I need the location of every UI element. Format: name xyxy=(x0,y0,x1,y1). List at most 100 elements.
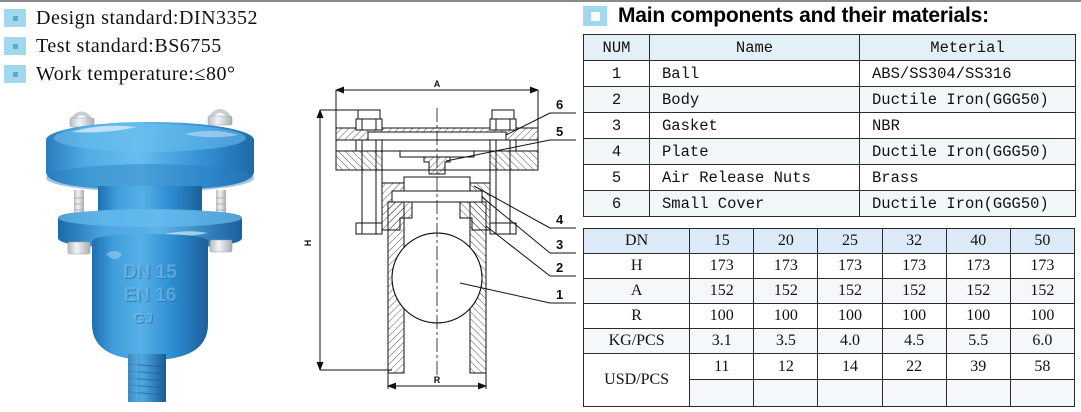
callout-6: 6 xyxy=(556,97,563,112)
cell-value: 100 xyxy=(689,303,755,329)
table-row: 2 Body Ductile Iron(GGG50) xyxy=(583,86,1076,113)
bullet-square-icon xyxy=(583,6,607,26)
cell-value: 100 xyxy=(817,303,883,329)
cell-num: 3 xyxy=(583,112,650,139)
dimension-label-R: R xyxy=(434,375,441,385)
cell-name: Body xyxy=(649,86,860,113)
spec-item-work-temperature: Work temperature:≤80° xyxy=(4,60,364,88)
row-label-a: A xyxy=(582,278,691,304)
cell-value: 12 xyxy=(753,353,819,380)
cell-name: Small Cover xyxy=(649,190,860,217)
cell-value: 3.1 xyxy=(689,328,755,354)
cell-name: Gasket xyxy=(649,112,860,139)
cell-material: ABS/SS304/SS316 xyxy=(859,60,1076,87)
emboss-line-1: DN 15 xyxy=(124,263,178,284)
cell-value: 152 xyxy=(881,278,947,304)
dn-size-32: 32 xyxy=(881,228,947,254)
svg-text:GJ: GJ xyxy=(133,310,153,327)
dn-header-row: DN 15 20 25 32 40 50 xyxy=(582,228,1076,254)
dn-size-15: 15 xyxy=(689,228,755,254)
spec-item-test-standard: Test standard:BS6755 xyxy=(4,32,364,60)
table-row: 3 Gasket NBR xyxy=(583,112,1076,139)
svg-text:DN 15: DN 15 xyxy=(123,262,177,283)
table-row: H 173 173 173 173 173 173 xyxy=(582,253,1076,279)
bullet-square-icon xyxy=(4,9,26,27)
row-label-usd-pcs: USD/PCS xyxy=(582,353,691,407)
table-row: 5 Air Release Nuts Brass xyxy=(583,164,1076,191)
table-row-spacer xyxy=(583,379,1076,407)
table-header-row: NUM Name Meterial xyxy=(583,34,1076,61)
cell-material: Ductile Iron(GGG50) xyxy=(859,86,1076,113)
cell-value: 4.5 xyxy=(881,328,947,354)
cell-value: 100 xyxy=(881,303,947,329)
cell-name: Plate xyxy=(649,138,860,165)
row-label-h: H xyxy=(582,253,691,279)
materials-table: NUM Name Meterial 1 Ball ABS/SS304/SS316… xyxy=(583,34,1076,217)
cell-num: 5 xyxy=(583,164,650,191)
cell-value: 173 xyxy=(881,253,947,279)
table-row: R 100 100 100 100 100 100 xyxy=(582,303,1076,329)
cell-value: 14 xyxy=(817,353,883,380)
cell-value: 100 xyxy=(1009,303,1076,329)
cell-value: 58 xyxy=(1009,353,1076,380)
dn-size-25: 25 xyxy=(817,228,883,254)
cell-empty xyxy=(881,379,947,407)
cell-empty xyxy=(689,379,755,407)
column-header-material: Meterial xyxy=(859,34,1076,61)
dimension-label-H: H xyxy=(303,240,313,247)
spec-item-design-standard: Design standard:DIN3352 xyxy=(4,4,364,32)
emboss-line-2: EN 16 xyxy=(125,286,178,307)
cell-value: 152 xyxy=(945,278,1011,304)
row-label-kg-pcs: KG/PCS xyxy=(582,328,691,354)
cell-value: 173 xyxy=(753,253,819,279)
column-header-num: NUM xyxy=(583,34,650,61)
cell-value: 173 xyxy=(689,253,755,279)
table-row: A 152 152 152 152 152 152 xyxy=(582,278,1076,304)
cell-empty xyxy=(1009,379,1076,407)
table-row: 1 Ball ABS/SS304/SS316 xyxy=(583,60,1076,87)
emboss-line-3: GJ xyxy=(134,311,154,328)
callout-1: 1 xyxy=(556,287,563,302)
row-label-r: R xyxy=(582,303,691,329)
cell-value: 3.5 xyxy=(753,328,819,354)
bullet-square-icon xyxy=(4,65,26,83)
cell-empty xyxy=(753,379,819,407)
cell-value: 152 xyxy=(1009,278,1076,304)
dn-size-50: 50 xyxy=(1009,228,1076,254)
cell-value: 100 xyxy=(945,303,1011,329)
cell-material: Ductile Iron(GGG50) xyxy=(859,190,1076,217)
cell-value: 4.0 xyxy=(817,328,883,354)
table-row: 6 Small Cover Ductile Iron(GGG50) xyxy=(583,190,1076,217)
dimension-label-A: A xyxy=(434,79,441,89)
right-panel: Main components and their materials: NUM… xyxy=(578,0,1081,412)
left-panel: Design standard:DIN3352 Test standard:BS… xyxy=(4,4,578,412)
cell-material: Ductile Iron(GGG50) xyxy=(859,138,1076,165)
cell-empty xyxy=(817,379,883,407)
dn-header-label: DN xyxy=(582,228,691,254)
cell-value: 173 xyxy=(945,253,1011,279)
column-header-name: Name xyxy=(649,34,860,61)
cell-name: Air Release Nuts xyxy=(649,164,860,191)
cell-value: 152 xyxy=(689,278,755,304)
cell-num: 2 xyxy=(583,86,650,113)
cell-material: Brass xyxy=(859,164,1076,191)
cell-value: 22 xyxy=(881,353,947,380)
dimensions-table: DN 15 20 25 32 40 50 H 173 173 173 173 1… xyxy=(582,228,1076,407)
callout-4: 4 xyxy=(556,212,564,227)
page-title: Main components and their materials: xyxy=(618,4,989,27)
cell-value: 173 xyxy=(1009,253,1076,279)
cell-value: 173 xyxy=(817,253,883,279)
materials-panel-header: Main components and their materials: xyxy=(578,0,1081,30)
spec-label: Design standard:DIN3352 xyxy=(36,6,259,29)
cell-num: 1 xyxy=(583,60,650,87)
top-divider-rule xyxy=(0,0,1081,2)
spec-label: Work temperature:≤80° xyxy=(36,62,236,85)
technical-drawing: A xyxy=(300,78,578,412)
cell-name: Ball xyxy=(649,60,860,87)
cell-empty xyxy=(945,379,1011,407)
cell-material: NBR xyxy=(859,112,1076,139)
svg-text:EN 16: EN 16 xyxy=(124,285,177,306)
callout-3: 3 xyxy=(556,237,563,252)
cell-value: 6.0 xyxy=(1009,328,1076,354)
cell-value: 5.5 xyxy=(945,328,1011,354)
